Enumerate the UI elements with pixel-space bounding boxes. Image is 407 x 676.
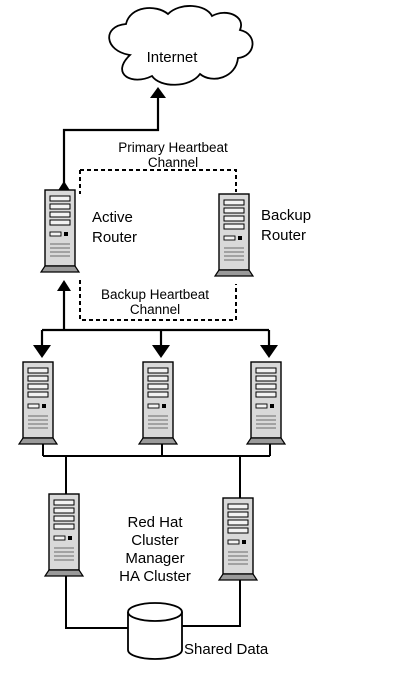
real-server-2-icon	[138, 361, 178, 445]
internet-label: Internet	[147, 49, 199, 66]
shared-data-label: Shared Data	[184, 641, 269, 658]
backup-router-label-2: Router	[261, 227, 306, 244]
cloud-icon	[108, 5, 254, 86]
backup-heartbeat-label: Backup Heartbeat	[101, 287, 209, 302]
primary-heartbeat-label: Primary Heartbeat	[118, 140, 228, 155]
heartbeat-channel-primary	[80, 169, 237, 192]
active-router-label-2: Router	[92, 229, 137, 246]
arrow-up-icon	[150, 87, 166, 98]
database-cylinder-icon	[127, 602, 183, 660]
arrow-down-icon	[152, 345, 170, 358]
cluster-storage-link-left	[65, 576, 128, 629]
cluster-label: Red Hat	[127, 514, 183, 531]
cluster-label-4: HA Cluster	[119, 568, 191, 585]
backup-router-server-icon	[214, 193, 254, 277]
active-router-label: Active	[92, 209, 133, 226]
heartbeat-channel-backup	[79, 280, 237, 321]
primary-heartbeat-label-2: Channel	[148, 155, 198, 170]
cluster-label-2: Cluster	[131, 532, 179, 549]
real-server-1-icon	[18, 361, 58, 445]
cluster-server-1-icon	[44, 493, 84, 577]
backup-heartbeat-label-2: Channel	[130, 302, 180, 317]
active-router-server-icon	[40, 189, 80, 273]
internet-cloud: Internet	[108, 5, 254, 86]
cluster-server-2-icon	[218, 497, 258, 581]
backup-router-label: Backup	[261, 207, 311, 224]
cluster-storage-link-right	[182, 580, 241, 627]
internet-link	[62, 96, 160, 188]
arrow-up-icon	[57, 280, 71, 291]
real-server-3-icon	[246, 361, 286, 445]
arrow-up-icon	[57, 181, 71, 192]
cluster-label-3: Manager	[125, 550, 184, 567]
arrow-down-icon	[33, 345, 51, 358]
arrow-down-icon	[260, 345, 278, 358]
